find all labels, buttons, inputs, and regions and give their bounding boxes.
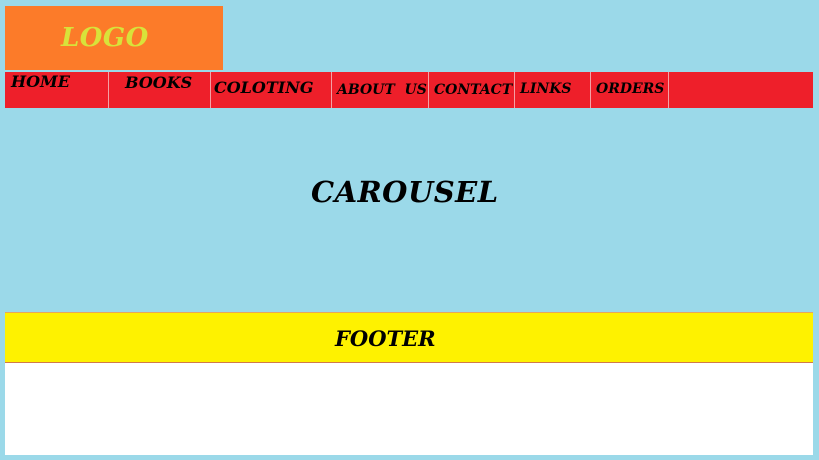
logo-text: LOGO: [61, 23, 149, 53]
nav-item-home[interactable]: HOME: [5, 72, 109, 108]
nav-item-about-us[interactable]: ABOUT US: [332, 72, 429, 108]
nav-item-label: COLOTING: [214, 78, 314, 97]
carousel-label: CAROUSEL: [311, 175, 499, 209]
nav-item-orders[interactable]: ORDERS: [591, 72, 669, 108]
nav-item-label: ABOUT US: [337, 82, 427, 98]
main-nav: HOME BOOKS COLOTING ABOUT US CONTACT LIN…: [5, 72, 813, 108]
nav-item-label: CONTACT: [434, 82, 513, 98]
nav-item-label: ORDERS: [596, 81, 665, 97]
footer-label: FOOTER: [335, 326, 436, 351]
nav-item-links[interactable]: LINKS: [515, 72, 591, 108]
nav-item-label: BOOKS: [125, 73, 193, 92]
nav-item-label: HOME: [11, 72, 70, 91]
nav-item-contact[interactable]: CONTACT: [429, 72, 515, 108]
logo[interactable]: LOGO: [5, 6, 223, 70]
nav-item-coloting[interactable]: COLOTING: [211, 72, 332, 108]
carousel[interactable]: CAROUSEL: [5, 108, 813, 311]
nav-item-books[interactable]: BOOKS: [109, 72, 211, 108]
footer: FOOTER: [5, 312, 813, 363]
bottom-area: [5, 363, 813, 455]
nav-item-label: LINKS: [520, 81, 572, 97]
